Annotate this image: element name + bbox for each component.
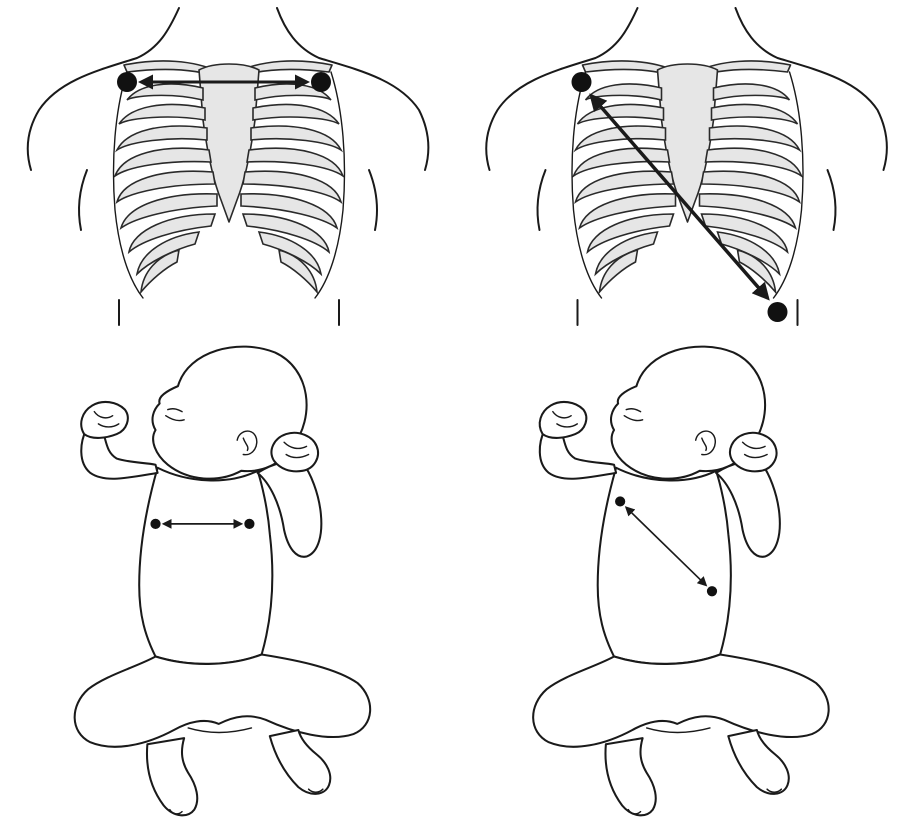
adult-chest-diagonal-drawing <box>458 0 917 330</box>
panel-infant-diagonal <box>458 330 917 830</box>
infant-horizontal-drawing <box>0 330 458 830</box>
adult-chest-horizontal-drawing <box>0 0 458 330</box>
electrode-right-shoulder <box>572 72 592 92</box>
electrode-right-shoulder <box>117 72 137 92</box>
electrode-right-chest <box>150 519 160 529</box>
electrode-left-abdomen <box>707 586 717 596</box>
panel-adult-horizontal <box>0 0 458 330</box>
electrode-right-chest <box>615 496 625 506</box>
electrode-left-shoulder <box>311 72 331 92</box>
infant-diagonal-drawing <box>458 330 917 830</box>
electrode-left-chest <box>244 519 254 529</box>
panel-infant-horizontal <box>0 330 458 830</box>
panel-adult-diagonal <box>458 0 917 330</box>
electrode-left-lower-chest <box>768 302 788 322</box>
